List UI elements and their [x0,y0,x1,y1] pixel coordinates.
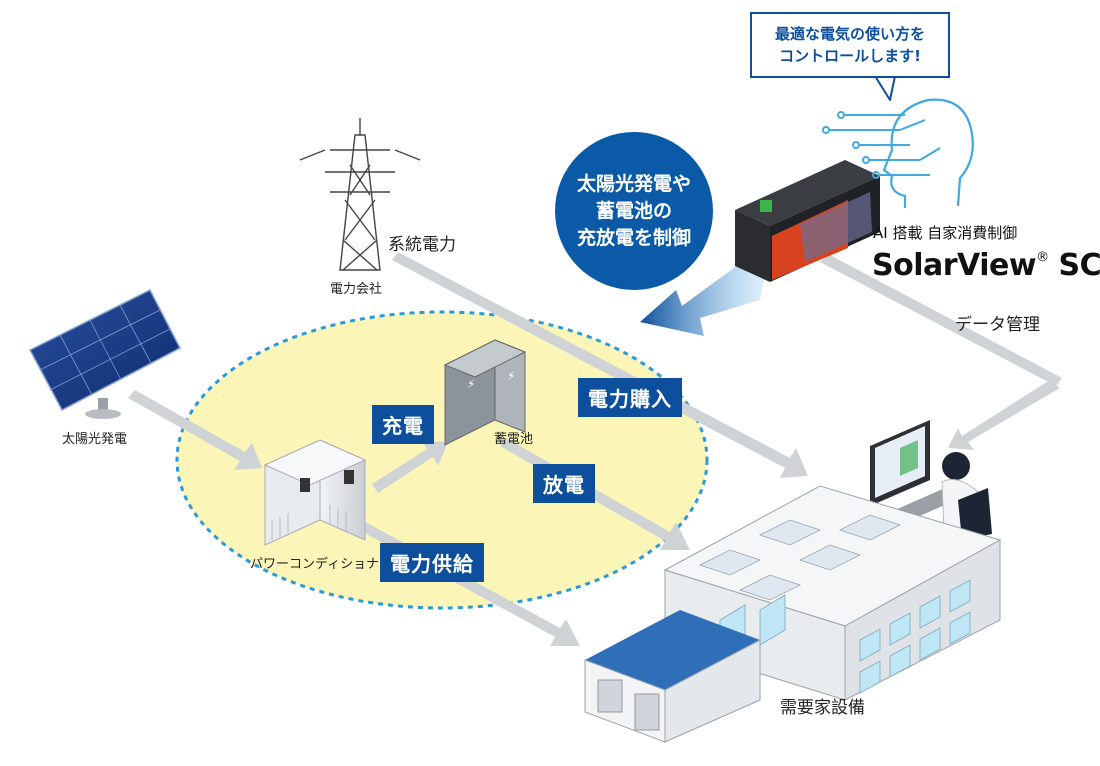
speech-bubble: 最適な電気の使い方を コントロールします! [750,12,950,78]
circle-line-3: 充放電を制御 [576,226,691,249]
bubble-tail [874,75,896,101]
bubble-line-2: コントロールします! [779,47,921,65]
grid-power-label: 系統電力 [388,235,456,255]
ai-head-icon [822,98,974,208]
product-name-text: SolarView [872,248,1037,283]
arrow-solar-to-pcs [128,390,262,470]
solar-label: 太陽光発電 [62,432,128,447]
conditioner-label: パワーコンディショナ [250,557,380,572]
product-name: SolarView® SC [872,248,1100,283]
facility-label: 需要家設備 [780,698,865,718]
product-tagline: AI 搭載 自家消費制御 [873,224,1018,242]
computer-operator-illustration [870,420,992,540]
circle-line-1: 太陽光発電や [576,172,691,195]
data-management-label: データ管理 [955,315,1040,335]
control-arrow [640,252,770,336]
control-zone [175,310,709,610]
discharge-tag: 放電 [533,464,595,503]
bubble-line-1: 最適な電気の使い方を [774,25,925,43]
arrow-charge [372,441,448,493]
power-conditioner-illustration [263,439,367,546]
purchase-tag: 電力購入 [578,378,682,417]
solar-panel-illustration [28,288,182,419]
control-circle: 太陽光発電や 蓄電池の 充放電を制御 [555,132,713,290]
power-tower-illustration [299,118,421,271]
controller-device-illustration [735,160,880,282]
circle-line-2: 蓄電池の [595,199,672,222]
product-suffix: SC [1058,248,1100,283]
charge-tag: 充電 [372,405,434,444]
battery-illustration: ⚡ ⚡ [443,339,527,446]
arrow-data-1 [820,254,1062,386]
power-company-label: 電力会社 [330,282,383,297]
battery-label: 蓄電池 [494,432,534,447]
supply-tag: 電力供給 [380,543,484,582]
svg-text:⚡: ⚡ [467,377,475,391]
arrow-data-2 [948,380,1060,450]
registered-mark: ® [1036,250,1049,265]
factory-building-illustration [584,485,1002,743]
arrow-grid-to-facility [392,252,808,478]
svg-text:⚡: ⚡ [507,369,515,383]
